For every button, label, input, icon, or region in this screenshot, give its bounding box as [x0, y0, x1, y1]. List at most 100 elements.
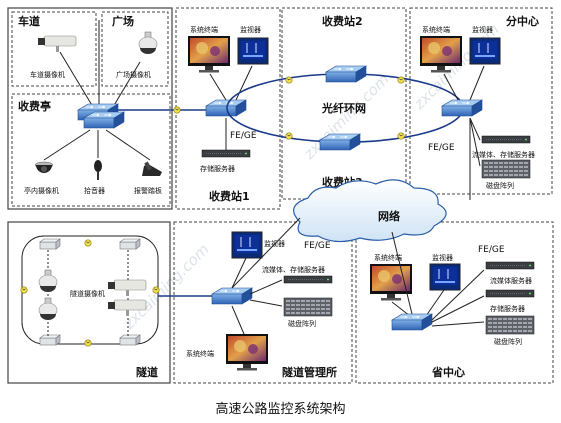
- tunnel-hub-icon: [39, 238, 61, 250]
- station1-fe-ge-label: FE/GE: [230, 131, 257, 141]
- tunnel-camera-label: 隧道摄像机: [70, 289, 105, 298]
- booth-switch-icon-rear: [83, 111, 125, 129]
- sub-center-streaming-server-icon: [481, 135, 531, 144]
- tunnel-box-camera-icon: [107, 279, 147, 297]
- sub-center-disk-array-label: 磁盘阵列: [486, 181, 514, 190]
- ring-node-icon: [285, 132, 293, 140]
- booth-camera-link: [43, 129, 91, 161]
- provincial-terminal-icon: [370, 264, 412, 301]
- lane-title: 车道: [18, 14, 40, 28]
- link-node-icon: [173, 106, 181, 114]
- provincial-fe-ge-label: FE/GE: [478, 245, 505, 255]
- lane-camera-link: [59, 51, 97, 113]
- provincial-storage-server-label: 存储服务器: [490, 304, 525, 313]
- lane-zone: [11, 11, 97, 87]
- tunnel-management-zone: [173, 221, 353, 384]
- tunnel-link-node-icon: [84, 239, 92, 247]
- provincial-switch-icon: [391, 313, 433, 331]
- station1-storage-server-icon: [201, 149, 251, 158]
- tunnel-mgmt-streaming-server-label: 流媒体、存储服务器: [262, 265, 325, 274]
- tunnel-link-node-icon: [152, 286, 160, 294]
- provincial-streaming-link: [431, 269, 485, 321]
- alarm-pedal-link: [105, 129, 151, 161]
- tunnel-mgmt-disk-array-label: 磁盘阵列: [288, 319, 316, 328]
- tunnel-link-node-icon: [20, 286, 28, 294]
- alarm-pedal-icon: [142, 161, 162, 176]
- network-cloud-icon: [293, 179, 447, 243]
- sub-center-monitor-link: [469, 65, 485, 101]
- ring-node-icon: [397, 76, 405, 84]
- provincial-terminal-link: [391, 301, 411, 317]
- tunnel-mgmt-disk-link: [249, 299, 283, 307]
- sub-center-monitor-label: 监视器: [472, 25, 493, 34]
- provincial-to-network-link: [391, 231, 413, 315]
- sub-center-fe-ge-label: FE/GE: [428, 143, 455, 153]
- sub-center-monitor-icon: [469, 37, 501, 65]
- tunnel-hub-icon: [119, 238, 141, 250]
- fiber-ring-label: 光纤环网: [321, 101, 366, 115]
- plaza-zone: [101, 11, 169, 87]
- tunnel-mgmt-switch-icon: [211, 287, 253, 305]
- watermark-text: zxcaiming.com: [409, 20, 502, 113]
- station2-switch-icon: [325, 65, 367, 83]
- tunnel-mgmt-monitor-icon: [231, 231, 263, 259]
- sub-center-title: 分中心: [506, 14, 539, 28]
- ring-node-icon: [397, 132, 405, 140]
- toll-station-2-title: 收费站2: [322, 14, 363, 28]
- booth-camera-label: 亭内摄像机: [24, 186, 59, 195]
- microphone-icon: [94, 160, 102, 180]
- sub-center-switch-icon: [441, 99, 483, 117]
- station1-monitor-label: 监视器: [240, 25, 261, 34]
- lane-camera-icon: [37, 35, 77, 53]
- figure-caption: 高速公路监控系统架构: [215, 402, 346, 417]
- microphone-label: 拾音器: [84, 186, 105, 195]
- tunnel-frame: [7, 221, 171, 384]
- plaza-camera-icon: [138, 31, 158, 55]
- tunnel-mgmt-terminal-label: 系统终端: [186, 349, 214, 358]
- tunnel-mgmt-monitor-label: 监视器: [264, 239, 285, 248]
- provincial-storage-link: [431, 295, 485, 323]
- provincial-disk-link: [431, 321, 485, 327]
- tunnel-hub-icon: [119, 334, 141, 346]
- provincial-terminal-label: 系统终端: [374, 253, 402, 262]
- provincial-monitor-label: 监视器: [432, 253, 453, 262]
- station1-monitor-icon: [237, 37, 269, 65]
- tunnel-mgmt-disk-array-icon: [283, 297, 333, 317]
- provincial-streaming-server-label: 流媒体服务器: [490, 276, 532, 285]
- sub-center-terminal-link: [443, 73, 459, 101]
- provincial-disk-array-icon: [485, 315, 535, 335]
- station1-storage-server-label: 存储服务器: [200, 164, 235, 173]
- plaza-title: 广场: [112, 14, 134, 28]
- booth-camera-icon: [34, 161, 54, 174]
- tunnel-title: 隧道: [136, 365, 158, 379]
- tunnel-mgmt-streaming-server-icon: [283, 275, 333, 284]
- provincial-monitor-icon: [429, 263, 461, 291]
- toll-station-1-title: 收费站1: [209, 189, 250, 203]
- tunnel-mgmt-to-network-link: [231, 217, 301, 289]
- tunnel-mgmt-monitor-link: [231, 257, 247, 289]
- tunnel-ptz-camera-icon: [38, 297, 58, 321]
- toll-area-frame: [7, 7, 173, 210]
- sub-center-zone: [409, 7, 553, 195]
- network-label: 网络: [378, 209, 400, 223]
- toll-booth-title: 收费亭: [18, 99, 51, 113]
- tunnel-ptz-camera-icon: [38, 269, 58, 293]
- ring-node-icon: [285, 76, 293, 84]
- sub-center-disk-link: [469, 117, 481, 167]
- tunnel-mgmt-terminal-icon: [226, 334, 268, 371]
- provincial-center-title: 省中心: [431, 365, 465, 379]
- plaza-camera-link: [109, 61, 141, 113]
- tunnel-mgmt-server-link: [249, 279, 283, 295]
- sub-center-streaming-server-label: 流媒体、存储服务器: [472, 150, 535, 159]
- plaza-camera-label: 广场摄像机: [116, 70, 151, 79]
- tunnel-mgmt-fe-ge-label: FE/GE: [304, 241, 331, 251]
- station1-terminal-label: 系统终端: [190, 25, 218, 34]
- sub-center-disk-array-icon: [481, 159, 531, 179]
- toll-station-1-zone: [175, 7, 281, 210]
- lane-camera-label: 车道摄像机: [30, 70, 65, 79]
- provincial-streaming-server-icon: [485, 261, 535, 270]
- station1-monitor-link: [235, 65, 253, 101]
- station1-terminal-icon: [188, 36, 230, 73]
- tunnel-link-node-icon: [84, 339, 92, 347]
